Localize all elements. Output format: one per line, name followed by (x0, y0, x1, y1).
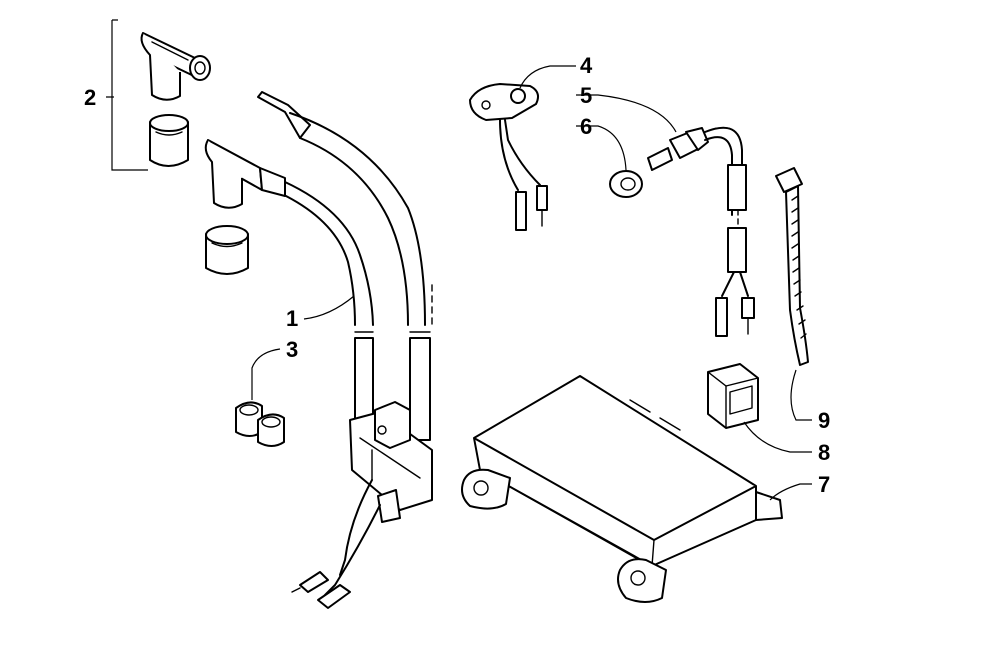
control-module (461, 375, 783, 603)
washer (609, 170, 643, 198)
module-connector (707, 363, 759, 429)
spark-plug-boot-upper (149, 114, 189, 167)
callout-9: 9 (818, 408, 830, 433)
callout-3: 3 (286, 337, 298, 362)
callout-7: 7 (818, 472, 830, 497)
callout-2: 2 (84, 85, 96, 110)
sensor-bracket (469, 83, 548, 231)
wire-clip (235, 401, 285, 447)
spark-plug-boot-lower (205, 225, 249, 275)
ignition-coil-leads (257, 91, 433, 441)
leader-lines (106, 19, 812, 501)
callout-4: 4 (580, 53, 593, 78)
ignition-coil-body (349, 401, 433, 523)
callout-labels: 2 1 3 4 5 6 7 8 9 (84, 53, 830, 497)
callout-8: 8 (818, 440, 830, 465)
callout-1: 1 (286, 306, 298, 331)
callout-5: 5 (580, 83, 592, 108)
ignition-coil-wires (291, 479, 381, 609)
spark-plug-cap-upper (140, 32, 211, 101)
temperature-sensor (647, 126, 755, 337)
callout-6: 6 (580, 114, 592, 139)
spark-plug-cap-lower (204, 139, 286, 209)
cable-tie (775, 167, 809, 366)
